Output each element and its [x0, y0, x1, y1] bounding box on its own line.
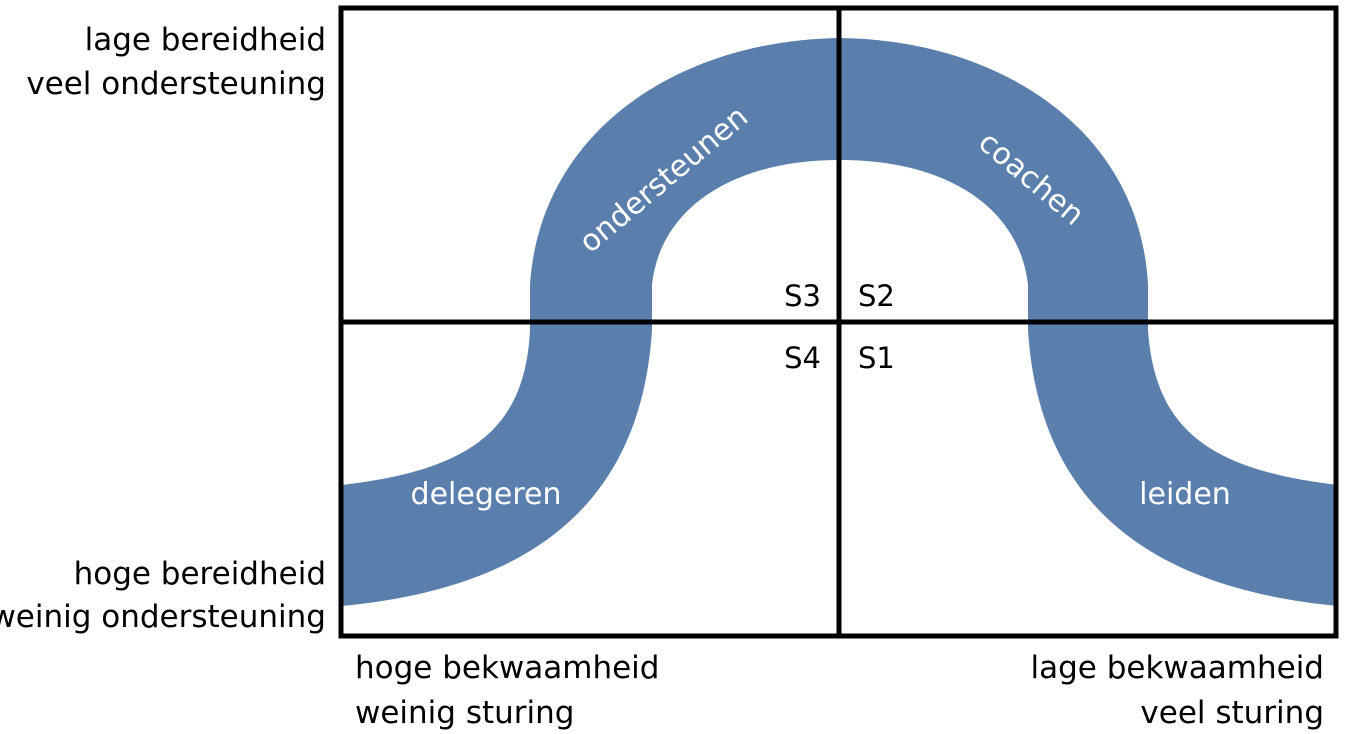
- y-axis-bottom-line2: weinig ondersteuning: [0, 599, 326, 635]
- x-axis-left-line2: weinig sturing: [355, 695, 574, 731]
- y-axis-top-line2: veel ondersteuning: [26, 66, 326, 102]
- x-axis-right-line1: lage bekwaamheid: [1031, 650, 1324, 686]
- leadership-curve-band: [342, 38, 1338, 606]
- style-label-leiden: leiden: [1139, 477, 1231, 512]
- y-axis-top-line1: lage bereidheid: [85, 22, 326, 58]
- style-label-delegeren: delegeren: [411, 477, 562, 512]
- quadrant-s4-label: S4: [784, 341, 821, 375]
- x-axis-right-line2: veel sturing: [1140, 695, 1324, 731]
- y-axis-bottom-line1: hoge bereidheid: [74, 556, 326, 592]
- quadrant-s1-label: S1: [858, 341, 895, 375]
- quadrant-s3-label: S3: [784, 279, 821, 313]
- x-axis-left-line1: hoge bekwaamheid: [355, 650, 659, 686]
- quadrant-s2-label: S2: [858, 279, 895, 313]
